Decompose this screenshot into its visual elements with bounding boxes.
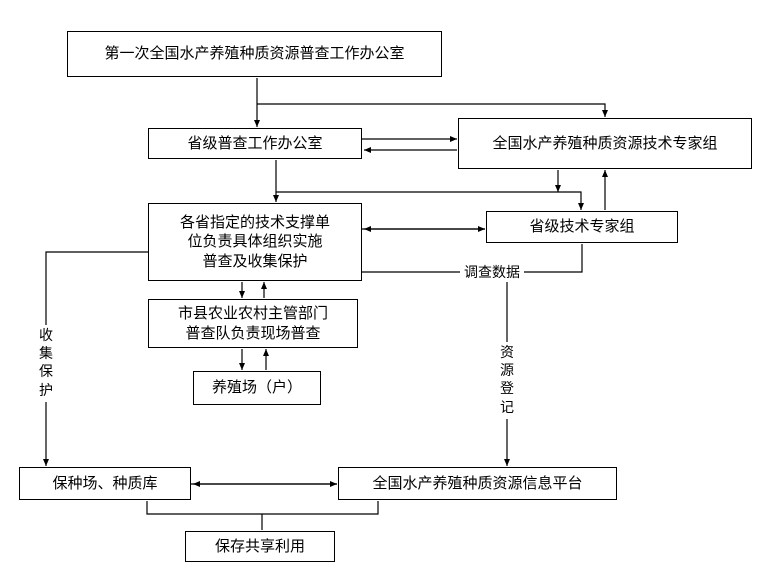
collect-protect-label: 收 集 保 护 [37, 325, 55, 402]
edge-survey-data-line [362, 244, 583, 273]
info-platform-label: 全国水产养殖种质资源信息平台 [372, 473, 583, 492]
collect-protect-char-3: 保 [39, 364, 53, 381]
county-department-box: 市县农业农村主管部门 普查队负责现场普查 [148, 299, 358, 348]
edge-bracket-to-shared-use [146, 501, 379, 530]
shared-use-label: 保存共享利用 [214, 536, 305, 555]
resource-registration-char-4: 记 [500, 399, 514, 416]
farm-label: 养殖场（户） [211, 378, 302, 397]
national-expert-group-box: 全国水产养殖种质资源技术专家组 [458, 118, 752, 169]
national-office-box: 第一次全国水产养殖种质资源普查工作办公室 [67, 31, 442, 77]
county-department-line-2: 普查队负责现场普查 [185, 323, 321, 342]
shared-use-box: 保存共享利用 [185, 531, 335, 562]
county-department-line-1: 市县农业农村主管部门 [177, 304, 328, 322]
provincial-support-line-3: 普查及收集保护 [202, 251, 308, 270]
national-expert-group-label: 全国水产养殖种质资源技术专家组 [492, 133, 718, 152]
conservation-farm-label: 保种场、种质库 [52, 473, 158, 492]
resource-registration-label: 资 源 登 记 [498, 342, 516, 419]
edge-office-to-provincial-expert [276, 191, 584, 210]
collect-protect-char-2: 集 [39, 346, 53, 363]
resource-registration-char-1: 资 [500, 345, 514, 361]
survey-data-label: 调查数据 [460, 264, 524, 283]
farm-box: 养殖场（户） [193, 371, 321, 405]
provincial-expert-group-label: 省级技术专家组 [529, 217, 635, 236]
conservation-farm-box: 保种场、种质库 [19, 467, 191, 500]
resource-registration-char-2: 源 [500, 363, 514, 380]
edge-collect-protect [43, 251, 148, 466]
provincial-office-label: 省级普查工作办公室 [187, 133, 323, 152]
provincial-support-line-2: 位负责具体组织实施 [187, 232, 323, 251]
provincial-office-box: 省级普查工作办公室 [148, 128, 362, 159]
edge-national-to-expert-group [257, 103, 608, 117]
resource-registration-char-3: 登 [500, 381, 514, 398]
provincial-support-line-1: 各省指定的技术支撑单 [179, 212, 330, 231]
national-office-label: 第一次全国水产养殖种质资源普查工作办公室 [104, 44, 405, 63]
info-platform-box: 全国水产养殖种质资源信息平台 [338, 467, 617, 500]
collect-protect-char-4: 护 [39, 382, 53, 399]
provincial-support-unit-box: 各省指定的技术支撑单 位负责具体组织实施 普查及收集保护 [148, 203, 362, 281]
collect-protect-char-1: 收 [39, 328, 53, 344]
provincial-expert-group-box: 省级技术专家组 [486, 211, 678, 243]
